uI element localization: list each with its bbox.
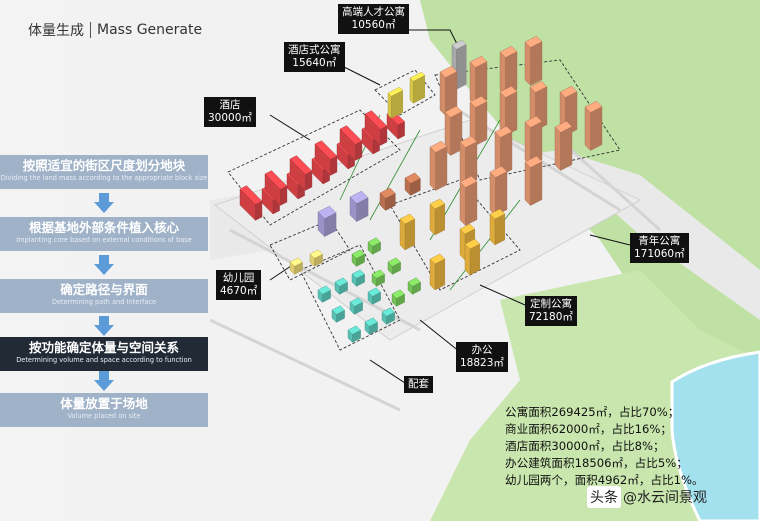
facility-block [332, 306, 345, 323]
stat-line: 酒店面积30000㎡，占比8%； [505, 438, 704, 455]
facility-block [318, 286, 331, 303]
arrow-down-icon [94, 193, 114, 213]
facility-block [348, 326, 361, 343]
label-office: 办公 18823㎡ [456, 342, 508, 372]
step-1: 按照适宜的街区尺度划分地块 Dividing the land mass acc… [0, 155, 208, 189]
step-5-subtitle: Volume placed on site [0, 412, 208, 420]
arrow-down-icon [94, 371, 114, 391]
title-divider [90, 22, 91, 38]
core-building [350, 191, 368, 221]
label-youth-apartment: 青年公寓 171060㎡ [630, 233, 689, 263]
area-statistics: 公寓面积269425㎡，占比70%； 商业面积62000㎡，占比16%； 酒店面… [505, 404, 704, 489]
arrow-down-icon [94, 316, 114, 336]
office-tower [430, 199, 445, 235]
apartment-tower [460, 176, 477, 225]
arrow-down-icon [94, 255, 114, 275]
step-4-title: 按功能确定体量与空间关系 [0, 337, 208, 356]
apartment-tower [555, 121, 572, 170]
step-1-title: 按照适宜的街区尺度划分地块 [0, 155, 208, 174]
label-kindergarten: 幼儿园 4670㎡ [216, 270, 261, 300]
apartment-tower [445, 106, 462, 155]
apartment-tower [585, 101, 602, 150]
office-tower [490, 209, 505, 245]
hotel-apartment-building [410, 72, 425, 103]
step-4-subtitle: Determining volume and space according t… [0, 356, 208, 364]
label-talent-apartment: 高端人才公寓 10560㎡ [338, 4, 409, 34]
office-tower [400, 214, 415, 250]
apartment-tower [490, 166, 507, 215]
label-hotel: 酒店 30000㎡ [204, 97, 256, 127]
label-hotel-apartment: 酒店式公寓 15640㎡ [284, 42, 345, 72]
title-zh: 体量生成 [28, 20, 84, 40]
apartment-tower [525, 156, 542, 205]
apartment-tower [525, 36, 542, 85]
stat-line: 公寓面积269425㎡，占比70%； [505, 404, 704, 421]
step-2: 根据基地外部条件植入核心 Implanting core based on ex… [0, 217, 208, 251]
stat-line: 商业面积62000㎡，占比16%； [505, 421, 704, 438]
step-3-title: 确定路径与界面 [0, 279, 208, 298]
step-2-subtitle: Implanting core based on external condit… [0, 236, 208, 244]
watermark-account: @水云间景观 [623, 487, 707, 507]
watermark-platform: 头条 [587, 486, 621, 508]
title-en: Mass Generate [97, 22, 202, 38]
stat-line: 办公建筑面积18506㎡，占比5%； [505, 455, 704, 472]
apartment-tower [430, 141, 447, 190]
step-5: 体量放置于场地 Volume placed on site [0, 393, 208, 427]
office-tower [465, 239, 480, 275]
watermark: 头条 @水云间景观 [587, 486, 707, 508]
step-1-subtitle: Dividing the land mass according to the … [0, 174, 208, 182]
label-facilities: 配套 [404, 376, 433, 393]
step-4: 按功能确定体量与空间关系 Determining volume and spac… [0, 337, 208, 371]
step-3-subtitle: Determining path and Interface [0, 298, 208, 306]
core-building [318, 206, 336, 236]
page-title: 体量生成 Mass Generate [28, 20, 202, 40]
office-tower [430, 254, 445, 290]
step-2-title: 根据基地外部条件植入核心 [0, 217, 208, 236]
hotel-apartment-building [388, 87, 403, 118]
step-5-title: 体量放置于场地 [0, 393, 208, 412]
step-3: 确定路径与界面 Determining path and Interface [0, 279, 208, 313]
label-custom-apartment: 定制公寓 72180㎡ [525, 296, 577, 326]
